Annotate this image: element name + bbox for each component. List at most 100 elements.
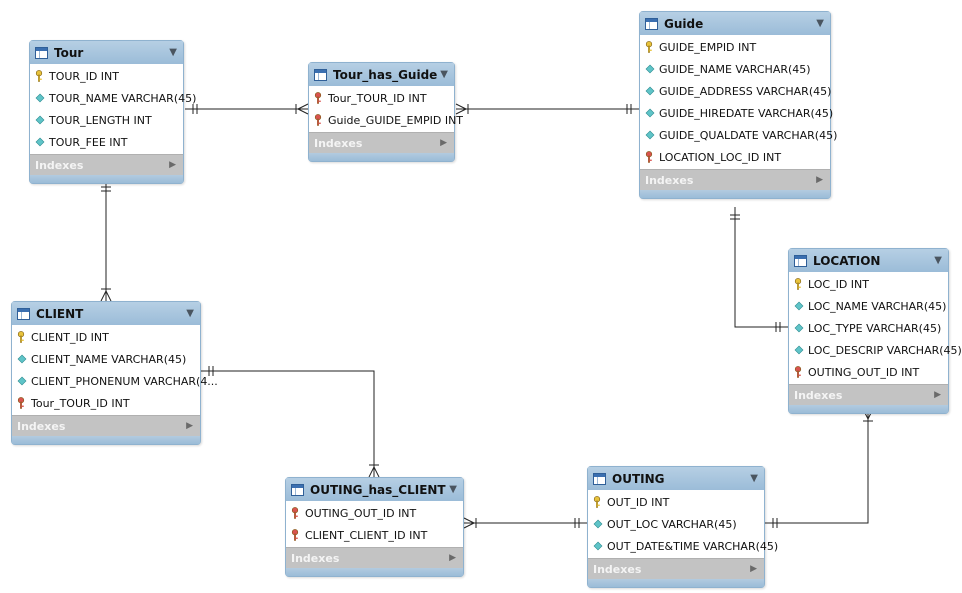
primary-key-icon — [35, 70, 46, 82]
column-row[interactable]: LOC_ID INT — [789, 273, 948, 295]
table-title: LOCATION — [813, 253, 881, 268]
column-row[interactable]: TOUR_FEE INT — [30, 131, 183, 153]
column-list: OUTING_OUT_ID INT CLIENT_CLIENT_ID INT — [286, 501, 463, 547]
column-label: Tour_TOUR_ID INT — [328, 91, 427, 105]
relationship-guide-tour-has-guide[interactable] — [455, 103, 639, 115]
dropdown-triangle-icon[interactable]: ▼ — [816, 18, 824, 29]
column-label: LOC_NAME VARCHAR(45) — [808, 299, 947, 313]
expand-arrow-icon[interactable]: ▶ — [750, 564, 757, 574]
column-row[interactable]: GUIDE_ADDRESS VARCHAR(45) — [640, 80, 832, 102]
table-footer — [588, 579, 764, 587]
expand-arrow-icon[interactable]: ▶ — [440, 138, 447, 148]
table-header[interactable]: CLIENT▼ — [12, 302, 200, 325]
relationship-outing-location[interactable] — [765, 408, 874, 528]
column-row[interactable]: CLIENT_CLIENT_ID INT — [286, 524, 463, 546]
indexes-section[interactable]: Indexes▶ — [12, 415, 200, 436]
relationship-client-outing-has-client[interactable] — [201, 366, 380, 478]
column-row[interactable]: TOUR_ID INT — [30, 65, 183, 87]
indexes-label: Indexes — [593, 562, 642, 576]
indexes-section[interactable]: Indexes▶ — [30, 154, 183, 175]
table-title: Tour — [54, 45, 84, 60]
column-row[interactable]: Guide_GUIDE_EMPID INT — [309, 109, 463, 131]
dropdown-triangle-icon[interactable]: ▼ — [169, 47, 177, 58]
column-row[interactable]: Tour_TOUR_ID INT — [12, 392, 200, 414]
column-row[interactable]: LOC_DESCRIP VARCHAR(45) — [789, 339, 962, 361]
column-diamond-icon — [593, 518, 604, 530]
column-label: LOCATION_LOC_ID INT — [659, 150, 782, 164]
column-row[interactable]: GUIDE_QUALDATE VARCHAR(45) — [640, 124, 837, 146]
primary-key-icon — [593, 496, 604, 508]
table-tour[interactable]: Tour ▼ TOUR_ID INT TOUR_NAME VARCHAR(45) TOU… — [29, 40, 196, 184]
column-row[interactable]: CLIENT_PHONENUM VARCHAR(4... — [12, 370, 218, 392]
column-row[interactable]: OUT_ID INT — [588, 491, 764, 513]
column-label: CLIENT_PHONENUM VARCHAR(4... — [31, 374, 218, 388]
column-row[interactable]: TOUR_NAME VARCHAR(45) — [30, 87, 196, 109]
expand-arrow-icon[interactable]: ▶ — [816, 175, 823, 185]
column-row[interactable]: OUT_DATE&TIME VARCHAR(45) — [588, 535, 778, 557]
relationship-tour-client[interactable] — [100, 179, 112, 302]
table-outing-has-client[interactable]: OUTING_has_CLIENT▼OUTING_OUT_ID INT CLIEN… — [285, 477, 464, 577]
column-row[interactable]: GUIDE_EMPID INT — [640, 36, 830, 58]
column-label: TOUR_NAME VARCHAR(45) — [49, 91, 197, 105]
table-guide[interactable]: Guide ▼ GUIDE_EMPID INT GUIDE_NAME VARCHAR(… — [639, 11, 837, 199]
expand-arrow-icon[interactable]: ▶ — [449, 553, 456, 563]
indexes-section[interactable]: Indexes▶ — [309, 132, 454, 153]
indexes-section[interactable]: Indexes▶ — [640, 169, 830, 190]
column-label: OUT_DATE&TIME VARCHAR(45) — [607, 539, 779, 553]
table-title: OUTING — [612, 471, 665, 486]
relationship-guide-location[interactable] — [730, 207, 788, 332]
indexes-section[interactable]: Indexes ▶ — [588, 558, 764, 579]
table-icon — [593, 472, 606, 485]
relationship-tour-tour-has-guide[interactable] — [185, 103, 309, 115]
column-label: CLIENT_CLIENT_ID INT — [305, 528, 428, 542]
column-diamond-icon — [645, 85, 656, 97]
column-label: Tour_TOUR_ID INT — [31, 396, 130, 410]
column-row[interactable]: LOC_NAME VARCHAR(45) — [789, 295, 948, 317]
column-row[interactable]: CLIENT_ID INT — [12, 326, 200, 348]
indexes-section[interactable]: Indexes▶ — [789, 384, 948, 405]
column-row[interactable]: OUTING_OUT_ID INT — [286, 502, 463, 524]
table-location[interactable]: LOCATION ▼ LOC_ID INT LOC_NAME VARCHAR(45) L… — [788, 248, 962, 414]
table-header[interactable]: Tour ▼ — [30, 41, 183, 64]
column-row[interactable]: Tour_TOUR_ID INT — [309, 87, 454, 109]
dropdown-triangle-icon[interactable]: ▼ — [186, 308, 194, 319]
table-icon — [35, 46, 48, 59]
dropdown-triangle-icon[interactable]: ▼ — [440, 69, 448, 80]
table-header[interactable]: OUTING_has_CLIENT▼ — [286, 478, 463, 501]
column-label: GUIDE_EMPID INT — [659, 40, 757, 54]
primary-key-icon — [794, 278, 805, 290]
column-row[interactable]: LOCATION_LOC_ID INT — [640, 146, 830, 168]
column-label: CLIENT_NAME VARCHAR(45) — [31, 352, 187, 366]
table-client[interactable]: CLIENT▼ CLIENT_ID INT CLIENT_NAME VARCHAR(… — [11, 301, 218, 445]
table-header[interactable]: Guide ▼ — [640, 12, 830, 35]
column-row[interactable]: TOUR_LENGTH INT — [30, 109, 183, 131]
column-row[interactable]: GUIDE_NAME VARCHAR(45) — [640, 58, 830, 80]
dropdown-triangle-icon[interactable]: ▼ — [449, 484, 457, 495]
column-row[interactable]: OUT_LOC VARCHAR(45) — [588, 513, 764, 535]
table-header[interactable]: LOCATION ▼ — [789, 249, 948, 272]
column-label: TOUR_LENGTH INT — [49, 113, 152, 127]
table-footer — [286, 568, 463, 576]
expand-arrow-icon[interactable]: ▶ — [934, 390, 941, 400]
relationship-outing-outing-has-client[interactable] — [463, 517, 587, 529]
expand-arrow-icon[interactable]: ▶ — [169, 160, 176, 170]
dropdown-triangle-icon[interactable]: ▼ — [934, 255, 942, 266]
table-tour-has-guide[interactable]: Tour_has_Guide▼ Tour_TOUR_ID INT Guide_GUI… — [308, 62, 463, 162]
table-header[interactable]: Tour_has_Guide▼ — [309, 63, 454, 86]
table-icon — [645, 17, 658, 30]
table-footer — [12, 436, 200, 444]
table-header[interactable]: OUTING ▼ — [588, 467, 764, 490]
table-icon — [17, 307, 30, 320]
column-row[interactable]: OUTING_OUT_ID INT — [789, 361, 948, 383]
column-row[interactable]: LOC_TYPE VARCHAR(45) — [789, 317, 948, 339]
column-row[interactable]: GUIDE_HIREDATE VARCHAR(45) — [640, 102, 833, 124]
column-label: GUIDE_ADDRESS VARCHAR(45) — [659, 84, 832, 98]
column-label: CLIENT_ID INT — [31, 330, 109, 344]
indexes-section[interactable]: Indexes▶ — [286, 547, 463, 568]
table-title: Guide — [664, 16, 704, 31]
column-diamond-icon — [35, 136, 46, 148]
expand-arrow-icon[interactable]: ▶ — [186, 421, 193, 431]
dropdown-triangle-icon[interactable]: ▼ — [750, 473, 758, 484]
column-row[interactable]: CLIENT_NAME VARCHAR(45) — [12, 348, 200, 370]
